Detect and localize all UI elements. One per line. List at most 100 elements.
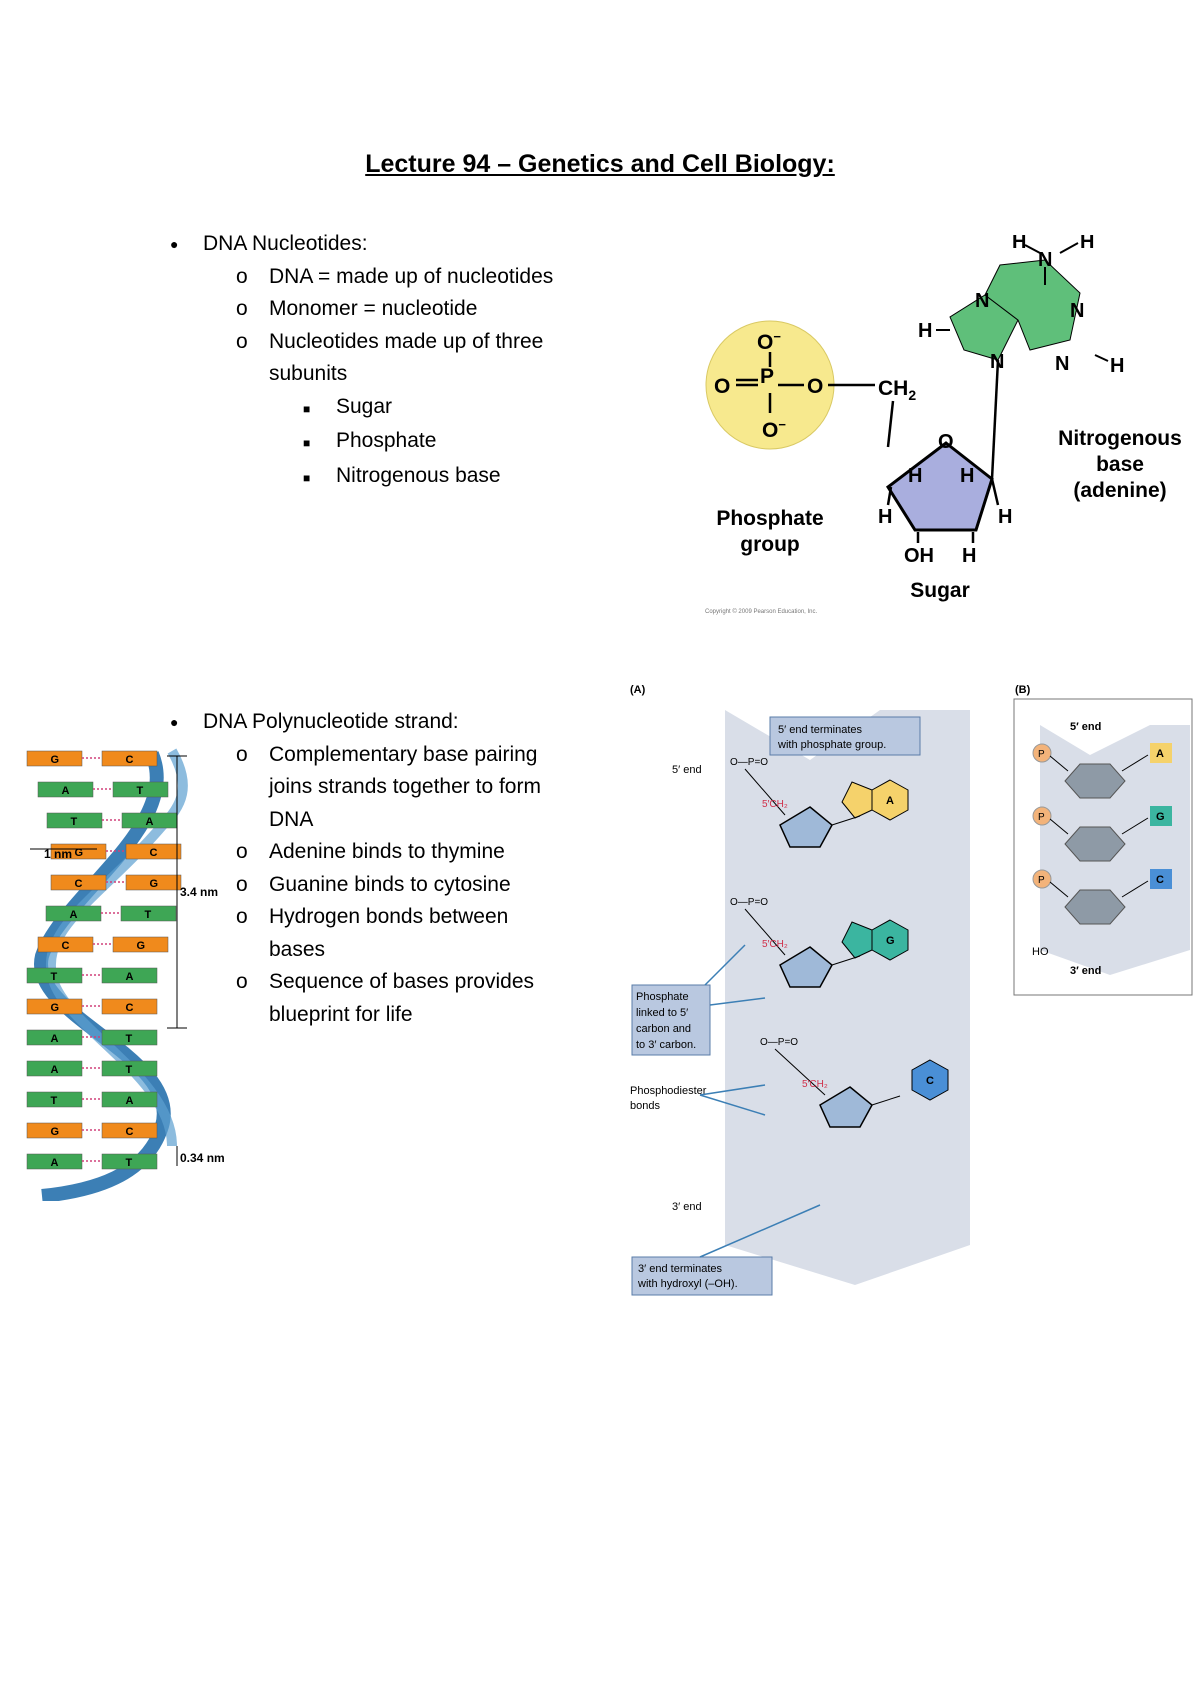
phosphate-circle bbox=[1032, 743, 1052, 763]
base-block bbox=[101, 1029, 158, 1046]
phosphate-text: O—P=O bbox=[730, 757, 768, 768]
circle-bullet-icon: o bbox=[236, 264, 248, 288]
sub-item-continued: blueprint for life bbox=[269, 1002, 413, 1026]
rise-label: 0.34 nm bbox=[180, 1151, 225, 1165]
svg-text:H: H bbox=[918, 320, 932, 342]
sub-item-continued: bases bbox=[269, 937, 326, 961]
base-ring bbox=[841, 921, 873, 959]
svg-text:with hydroxyl (–OH).: with hydroxyl (–OH). bbox=[637, 1278, 738, 1290]
base-letter: T bbox=[71, 816, 78, 828]
callout-mid bbox=[631, 984, 711, 1056]
sugar-shape bbox=[1064, 826, 1126, 862]
base-letter: G bbox=[1156, 811, 1165, 823]
base-label: Nitrogenous bbox=[1058, 427, 1182, 450]
base-letter: T bbox=[51, 971, 58, 983]
base-label: base bbox=[1096, 453, 1144, 476]
base-ring bbox=[841, 781, 873, 819]
phosphate-circle bbox=[1032, 869, 1052, 889]
svg-text:Phosphate: Phosphate bbox=[636, 991, 689, 1003]
base-letter: T bbox=[126, 1033, 133, 1045]
base-block bbox=[120, 905, 177, 922]
base-letter: A bbox=[1156, 748, 1164, 760]
base-block bbox=[101, 750, 158, 767]
three-end-label: 3′ end bbox=[672, 1201, 702, 1213]
base-letter: A bbox=[51, 1157, 59, 1169]
base-block bbox=[101, 1153, 158, 1170]
base-block bbox=[125, 843, 182, 860]
svg-text:H: H bbox=[908, 465, 922, 487]
circle-bullet-icon: o bbox=[236, 840, 248, 863]
base-letter: T bbox=[137, 785, 144, 797]
base-box bbox=[1150, 869, 1172, 889]
callout-top bbox=[769, 716, 921, 756]
phosphate-letter: P bbox=[1038, 812, 1045, 823]
five-prime-label: 5′CH₂ bbox=[762, 799, 788, 810]
svg-text:OH: OH bbox=[904, 545, 934, 567]
ester-bond bbox=[774, 1048, 826, 1096]
phosphate-text: O—P=O bbox=[730, 897, 768, 908]
base-letter: G bbox=[886, 935, 895, 947]
sugar-shape bbox=[1064, 889, 1126, 925]
svg-text:bonds: bonds bbox=[630, 1100, 660, 1112]
phosphate-circle bbox=[1032, 806, 1052, 826]
svg-text:3′ end terminates: 3′ end terminates bbox=[638, 1263, 722, 1275]
sugar-label: Sugar bbox=[910, 579, 970, 602]
pitch-label: 3.4 nm bbox=[180, 885, 218, 899]
width-label: 1 nm bbox=[44, 847, 72, 861]
glycosidic-bond bbox=[831, 955, 861, 966]
circle-bullet-icon: o bbox=[236, 872, 248, 896]
square-bullet-icon: ■ bbox=[303, 436, 311, 450]
svg-text:HO: HO bbox=[1032, 946, 1049, 958]
svg-text:N: N bbox=[975, 290, 989, 312]
svg-text:H: H bbox=[878, 506, 892, 528]
copyright-text: Copyright © 2009 Pearson Education, Inc. bbox=[705, 608, 817, 615]
base-letter: G bbox=[51, 754, 60, 766]
base-block bbox=[101, 1091, 158, 1108]
base-block bbox=[125, 874, 182, 891]
page-title: Lecture 94 – Genetics and Cell Biology: bbox=[365, 150, 835, 178]
svg-text:linked to 5′: linked to 5′ bbox=[636, 1007, 688, 1019]
five-prime-label: 5′CH₂ bbox=[762, 939, 788, 950]
svg-text:5′ end: 5′ end bbox=[1070, 721, 1101, 733]
backbone-bond bbox=[1049, 755, 1069, 772]
svg-text:CH2: CH2 bbox=[878, 377, 916, 403]
adenine-five-ring bbox=[949, 294, 1019, 361]
base-letter: C bbox=[126, 1126, 134, 1138]
sugar-shape bbox=[1064, 763, 1126, 799]
base-letter: C bbox=[75, 878, 83, 890]
svg-text:O: O bbox=[807, 375, 823, 398]
svg-text:H: H bbox=[998, 506, 1012, 528]
base-box bbox=[1150, 806, 1172, 826]
svg-text:with phosphate group.: with phosphate group. bbox=[777, 739, 886, 751]
base-letter: C bbox=[126, 754, 134, 766]
svg-text:O: O bbox=[938, 431, 954, 453]
circle-bullet-icon: o bbox=[236, 742, 248, 766]
base-bond bbox=[1121, 817, 1149, 835]
base-letter: A bbox=[886, 795, 894, 807]
ester-bond bbox=[744, 768, 786, 816]
bullet-item: ● DNA Nucleotides: bbox=[170, 228, 487, 261]
base-letter: T bbox=[126, 1157, 133, 1169]
base-box bbox=[1150, 743, 1172, 763]
phosphate-group-label: Phosphate bbox=[716, 507, 823, 530]
ester-bond bbox=[744, 908, 786, 956]
svg-text:5′ end terminates: 5′ end terminates bbox=[778, 724, 862, 736]
base-letter: A bbox=[126, 971, 134, 983]
section-heading: DNA Nucleotides: bbox=[203, 232, 368, 255]
base-ring bbox=[911, 1059, 949, 1101]
base-letter: A bbox=[51, 1033, 59, 1045]
square-bullet-icon: ■ bbox=[303, 401, 311, 416]
svg-text:H: H bbox=[962, 545, 976, 567]
base-block bbox=[101, 1060, 158, 1077]
sub-sub-item: ■Nitrogenous base bbox=[303, 460, 620, 495]
